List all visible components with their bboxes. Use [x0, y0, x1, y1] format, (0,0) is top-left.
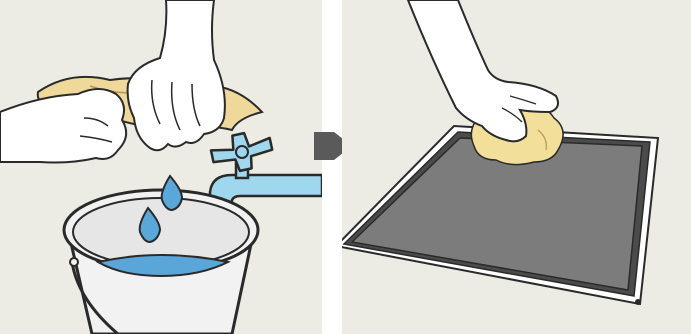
bucket-icon: [64, 190, 258, 334]
step-2-illustration: [342, 0, 691, 334]
step-1-svg: [0, 0, 322, 334]
step-1-illustration: [0, 0, 322, 334]
step-2-svg: [342, 0, 691, 334]
